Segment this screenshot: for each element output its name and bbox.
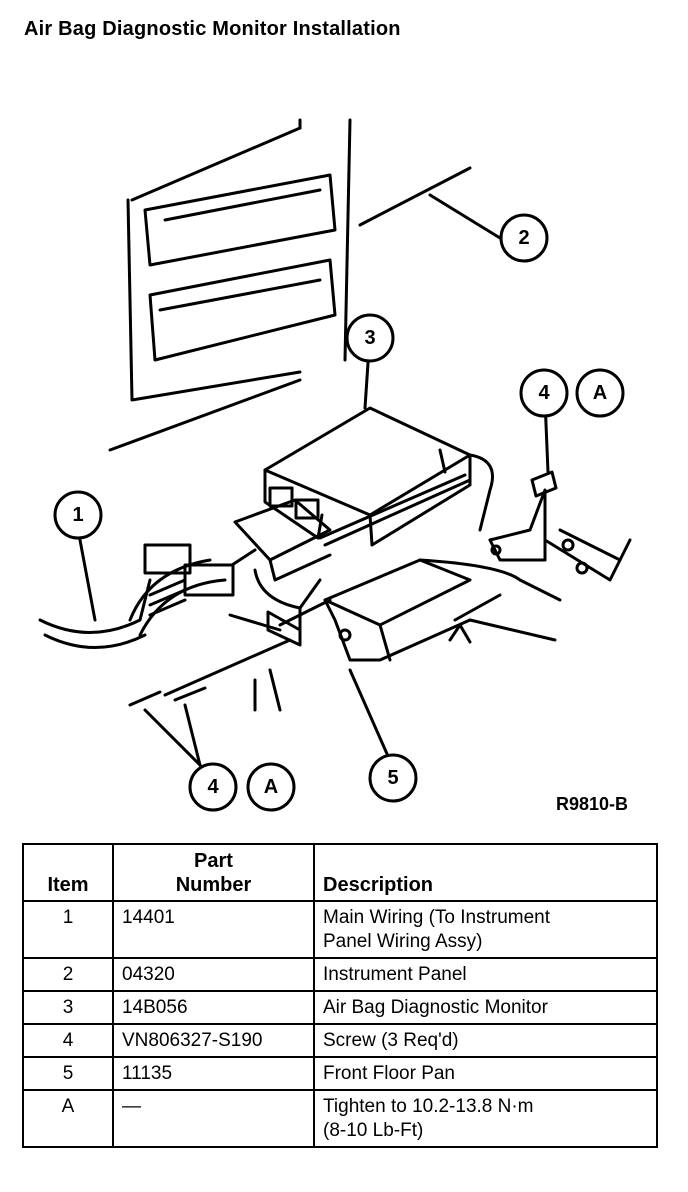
installation-diagram: 1 2 3 4 A 4 A 5 R9810-B	[0, 60, 688, 840]
callout-1: 1	[53, 490, 103, 540]
row-description: Air Bag Diagnostic Monitor	[313, 990, 658, 1025]
main-wiring	[38, 543, 257, 649]
front-floor-pan	[278, 558, 562, 662]
row-item: 4	[22, 1023, 114, 1058]
callout-4-top: 4	[519, 368, 569, 418]
svg-text:A: A	[593, 382, 607, 404]
svg-text:4: 4	[207, 776, 219, 798]
lower-screws	[128, 613, 292, 712]
instrument-panel	[108, 118, 472, 452]
row-description: Tighten to 10.2-13.8 N·m (8-10 Lb-Ft)	[313, 1089, 658, 1148]
parts-table: Item Part Number Description 1 14401 Mai…	[22, 843, 658, 1148]
row-description: Front Floor Pan	[313, 1056, 658, 1091]
row-part: 11135	[112, 1056, 315, 1091]
row-item: 1	[22, 900, 114, 959]
row-item: 2	[22, 957, 114, 992]
leader-2	[428, 193, 502, 240]
header-description: Description	[313, 843, 658, 902]
header-item: Item	[22, 843, 114, 902]
svg-text:3: 3	[364, 327, 375, 349]
mounting-bracket	[233, 498, 332, 647]
side-bracket	[488, 398, 632, 582]
leader-3	[363, 361, 370, 410]
callout-A-bottom: A	[246, 762, 296, 812]
row-part: VN806327-S190	[112, 1023, 315, 1058]
callout-2: 2	[499, 213, 549, 263]
row-part: 14401	[112, 900, 315, 959]
leader-4b	[183, 703, 202, 767]
page-title: Air Bag Diagnostic Monitor Installation	[24, 18, 401, 40]
header-part-number: Part Number	[112, 843, 315, 902]
row-description-line1: Main Wiring (To Instrument	[323, 907, 551, 928]
row-part: 04320	[112, 957, 315, 992]
row-description: Main Wiring (To Instrument Panel Wiring …	[313, 900, 658, 959]
row-description-line2: Panel Wiring Assy)	[323, 931, 483, 952]
row-item: 3	[22, 990, 114, 1025]
callout-5: 5	[368, 753, 418, 803]
leader-4a	[143, 708, 202, 767]
callout-A-top: A	[575, 368, 625, 418]
table-row: 1 14401 Main Wiring (To Instrument Panel…	[22, 900, 658, 959]
svg-text:5: 5	[387, 767, 398, 789]
row-item: 5	[22, 1056, 114, 1091]
table-row: 4 VN806327-S190 Screw (3 Req'd)	[22, 1023, 658, 1058]
row-description: Instrument Panel	[313, 957, 658, 992]
row-description-line2: (8-10 Lb-Ft)	[323, 1120, 424, 1141]
table-header-row: Item Part Number Description	[22, 843, 658, 902]
table-row: 3 14B056 Air Bag Diagnostic Monitor	[22, 990, 658, 1025]
table-row: 2 04320 Instrument Panel	[22, 957, 658, 992]
figure-reference: R9810-B	[556, 794, 628, 814]
svg-text:1: 1	[72, 504, 83, 526]
callout-4-bottom: 4	[188, 762, 238, 812]
leader-1	[78, 538, 97, 622]
svg-text:A: A	[264, 776, 278, 798]
row-description: Screw (3 Req'd)	[313, 1023, 658, 1058]
table-row: 5 11135 Front Floor Pan	[22, 1056, 658, 1091]
svg-text:4: 4	[538, 382, 550, 404]
row-part: 14B056	[112, 990, 315, 1025]
table-row: A — Tighten to 10.2-13.8 N·m (8-10 Lb-Ft…	[22, 1089, 658, 1148]
callout-3: 3	[345, 313, 395, 363]
diagnostic-monitor	[263, 406, 494, 547]
row-part: —	[112, 1089, 315, 1148]
row-description-line1: Tighten to 10.2-13.8 N·m	[323, 1096, 534, 1117]
row-item: A	[22, 1089, 114, 1148]
svg-text:2: 2	[518, 227, 529, 249]
header-part-line1: Part	[194, 850, 233, 872]
header-part-line2: Number	[175, 874, 252, 896]
